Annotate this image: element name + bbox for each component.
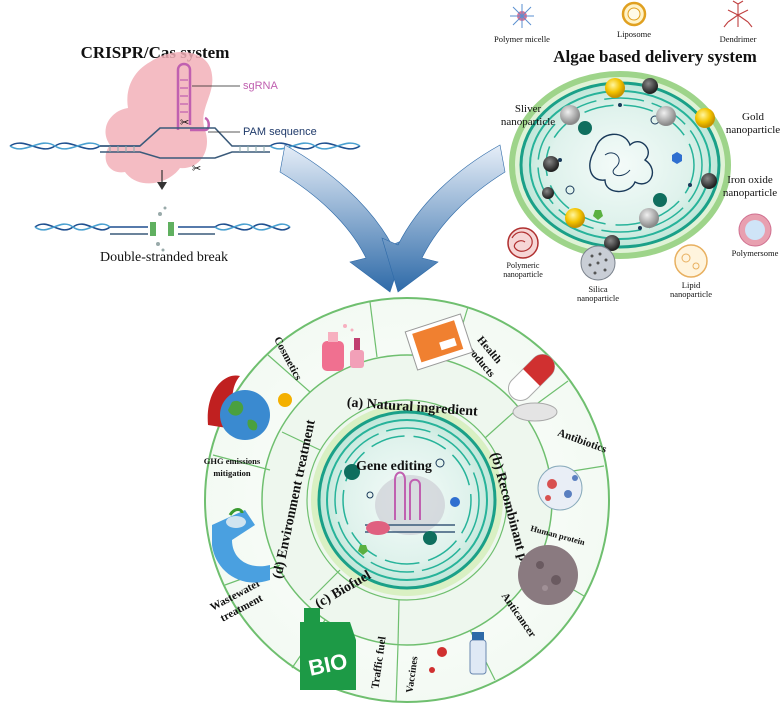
silica-label-1: Silica xyxy=(588,284,608,294)
ghg-label-2: mitigation xyxy=(213,468,251,478)
silica-nanoparticle-icon xyxy=(580,245,616,281)
cas-protein xyxy=(105,52,213,184)
dna-rungs xyxy=(109,146,265,152)
silver-label-2: nanoparticle xyxy=(501,116,555,128)
silica-label-2: nanoparticle xyxy=(577,293,619,303)
iron-label-2: nanoparticle xyxy=(723,187,777,199)
right-arrow xyxy=(381,144,506,293)
polymer-micelle-label: Polymer micelle xyxy=(494,34,550,44)
gold-label-2: nanoparticle xyxy=(726,124,780,136)
vaccines-icon xyxy=(429,632,487,675)
ghg-earth-icon xyxy=(207,375,292,440)
lipid-nanoparticle-icon xyxy=(674,244,708,278)
human-protein-icon xyxy=(537,465,583,511)
crispr-panel: CRISPR/Cas system sgRNA PAM sequence xyxy=(9,43,361,265)
dendrimer-label: Dendrimer xyxy=(720,34,757,44)
lipid-label-1: Lipid xyxy=(682,280,701,290)
converging-arrows xyxy=(279,144,506,293)
lipid-label-2: nanoparticle xyxy=(670,289,712,299)
gold-label-1: Gold xyxy=(742,111,765,123)
anticancer-icon xyxy=(518,545,578,605)
nanoparticle-markers xyxy=(542,78,717,251)
polymer-micelle-icon xyxy=(510,4,534,28)
break-fragments xyxy=(150,206,174,252)
center-label: Gene editing xyxy=(356,459,432,474)
delivery-title: Algae based delivery system xyxy=(553,47,757,66)
scissors-icon-2: ✂ xyxy=(192,163,201,175)
down-arrow-icon xyxy=(157,182,167,190)
scissors-icon: ✂ xyxy=(180,117,189,129)
iron-label-1: Iron oxide xyxy=(727,174,773,186)
polymersome-label: Polymersome xyxy=(732,248,779,258)
health-products-icon xyxy=(404,313,474,371)
vaccines-label: Vaccines xyxy=(405,656,421,694)
sgrna-label: sgRNA xyxy=(243,80,279,92)
dna-helix-top xyxy=(9,127,361,159)
sgrna-hairpin xyxy=(176,62,210,132)
break-label: Double-stranded break xyxy=(100,250,228,265)
application-wheel: Gene editing (a) Natural ingredient (b) … xyxy=(204,297,610,703)
polymeric-label-1: Polymeric xyxy=(507,261,540,270)
cosmetics-icon xyxy=(322,324,364,371)
antibiotics-icon xyxy=(508,354,558,422)
liposome-label: Liposome xyxy=(617,29,651,39)
center-cell xyxy=(311,404,503,596)
left-arrow xyxy=(279,144,409,293)
traffic-fuel-icon xyxy=(300,608,356,690)
ghg-label-1: GHG emissions xyxy=(204,456,261,466)
polymeric-nanoparticle-icon xyxy=(507,227,539,259)
delivery-panel: Polymer micelle Liposome Dendrimer Algae… xyxy=(494,0,780,303)
broken-dna xyxy=(34,223,291,235)
silver-label-1: Sliver xyxy=(515,103,542,115)
polymeric-label-2: nanoparticle xyxy=(503,270,543,279)
dendrimer-icon xyxy=(723,0,753,28)
polymersome-icon xyxy=(738,213,772,247)
wastewater-icon xyxy=(212,508,270,583)
liposome-icon xyxy=(621,1,647,27)
pam-label: PAM sequence xyxy=(243,126,317,138)
